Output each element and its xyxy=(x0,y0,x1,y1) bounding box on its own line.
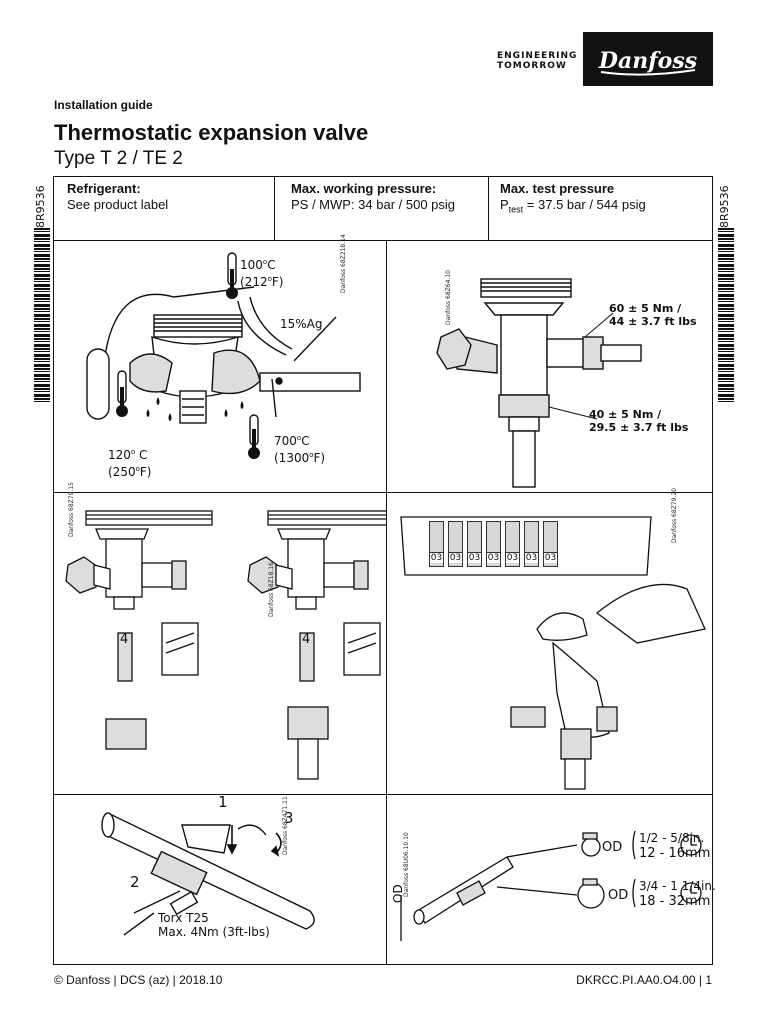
doc-type: Installation guide xyxy=(54,98,153,112)
clamp-illustration xyxy=(400,830,702,941)
chip: 03 xyxy=(505,521,520,567)
panel-clamp-sizes: OD OD OD 1/2 - 5/8in. 12 - 16mm 3/4 - 1 … xyxy=(387,795,716,965)
barcode-left xyxy=(34,228,50,404)
temp-a-label: 100oC(212oF) xyxy=(240,258,284,289)
brazing-illustration xyxy=(86,252,361,459)
footer-left: © Danfoss | DCS (az) | 2018.10 xyxy=(54,973,223,987)
od-label-1: OD xyxy=(602,840,623,855)
clamp-range-2-in: 3/4 - 1 1/4in. xyxy=(639,879,716,893)
temp-b-label: 120o C(250oF) xyxy=(108,448,152,479)
bulb-illustration xyxy=(101,812,315,936)
working-pressure-value: PS / MWP: 34 bar / 500 psig xyxy=(291,197,456,212)
refrigerant-value: See product label xyxy=(67,197,169,212)
chip: 03 xyxy=(467,521,482,567)
figure-code: Danfoss 68Z79.20 xyxy=(671,488,678,543)
clamp-range-2-mm: 18 - 32mm xyxy=(639,894,711,909)
brand-tagline: ENGINEERING TOMORROW xyxy=(497,51,577,71)
solder-label: 15%Ag xyxy=(280,317,323,331)
panel-bulb-mounting: 1 2 3 Torx T25 Max. 4Nm (3ft-lbs) Danfos… xyxy=(54,795,386,965)
panel-torque: 60 ± 5 Nm /44 ± 3.7 ft lbs 40 ± 5 Nm /29… xyxy=(387,241,712,492)
refrigerant-head: Refrigerant: xyxy=(67,181,141,196)
panel-brazing: 100oC(212oF) 15%Ag 120o C(250oF) 700oC(1… xyxy=(54,234,386,492)
step-2: 2 xyxy=(130,873,140,891)
clamp-range-1-mm: 12 - 16mm xyxy=(639,846,711,861)
refrigerant-cell: Refrigerant: See product label xyxy=(67,181,168,213)
footer-right: DKRCC.PI.AA0.O4.00 | 1 xyxy=(576,973,712,987)
torque-lower: 40 ± 5 Nm /29.5 ± 3.7 ft lbs xyxy=(589,408,689,434)
page-title: Thermostatic expansion valve xyxy=(54,120,369,145)
figure-code: Danfoss 68Z218.14 xyxy=(340,234,347,293)
torx-label: Torx T25 xyxy=(158,911,209,925)
chip: 03 xyxy=(543,521,558,567)
working-pressure-cell: Max. working pressure: PS / MWP: 34 bar … xyxy=(291,181,455,213)
step-3: 3 xyxy=(284,809,294,827)
test-pressure-cell: Max. test pressure Ptest = 37.5 bar / 54… xyxy=(500,181,646,218)
figure-code: Danfoss 68Z79.15 xyxy=(68,482,75,537)
content-grid: Refrigerant: See product label Max. work… xyxy=(53,176,716,965)
panel-orifice: 4 4 Danfoss 68Z79.15 Danfoss 68Z18.16 xyxy=(54,482,386,794)
od-label-2: OD xyxy=(608,888,629,903)
test-pressure-head: Max. test pressure xyxy=(500,181,615,196)
test-pressure-value: Ptest = 37.5 bar / 544 psig xyxy=(500,197,646,215)
orifice-number-a: 4 xyxy=(120,632,129,647)
figure-code: Danfoss 68Z64.10 xyxy=(445,270,452,325)
chip: 03 xyxy=(448,521,463,567)
clamp-range-1-in: 1/2 - 5/8in. xyxy=(639,831,705,845)
figure-code: Danfoss 68U06.10.10 xyxy=(403,832,410,897)
chip: 03 xyxy=(429,521,444,567)
temp-c-label: 700oC(1300oF) xyxy=(274,434,326,465)
figure-code: Danfoss 68Z471.11 xyxy=(282,796,289,855)
tagline-line-1: ENGINEERING xyxy=(497,51,578,61)
page-subtitle: Type T 2 / TE 2 xyxy=(54,148,183,169)
tagline-line-2: TOMORROW xyxy=(497,61,567,71)
orifice-number-b: 4 xyxy=(302,632,311,647)
barcode-right xyxy=(718,228,734,404)
torque-illustration xyxy=(436,278,642,488)
max-torque-label: Max. 4Nm (3ft-lbs) xyxy=(158,925,270,939)
chip: 03 xyxy=(486,521,501,567)
orifice-illustration xyxy=(65,510,386,780)
figure-code: Danfoss 68Z18.16 xyxy=(268,562,275,617)
panel-label: 03 03 03 03 03 03 03 Danfoss 68Z79.20 xyxy=(387,488,712,794)
working-pressure-head: Max. working pressure: xyxy=(291,181,437,196)
danfoss-logo: Danfoss xyxy=(583,32,713,86)
step-1: 1 xyxy=(218,793,228,811)
torque-upper: 60 ± 5 Nm /44 ± 3.7 ft lbs xyxy=(609,302,697,328)
svg-text:Danfoss: Danfoss xyxy=(598,48,697,74)
chip: 03 xyxy=(524,521,539,567)
